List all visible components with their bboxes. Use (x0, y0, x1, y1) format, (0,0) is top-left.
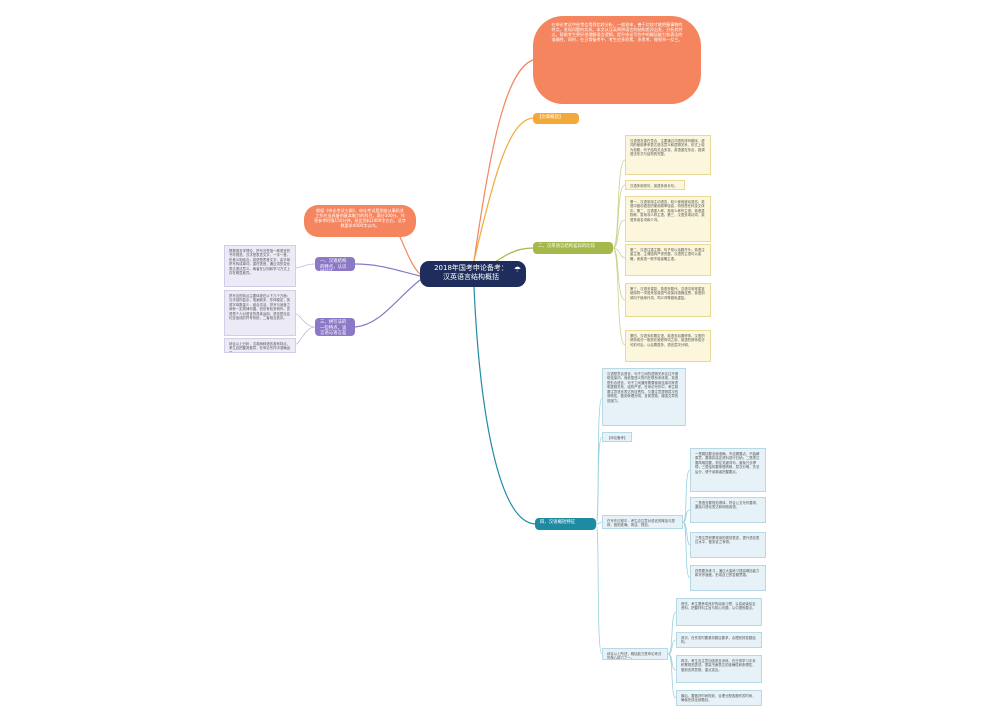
connector-teal-sub2 (667, 611, 677, 699)
note-writing-attention: 在写作过程中，考生应注意对语言的概括与提炼，做到准确、简洁、规范。 (602, 515, 683, 529)
note-point-2: 二是语言要规范得体，符合公文写作要求，避免口语化表达和网络用语。 (690, 497, 766, 523)
connector-teal-trunk (595, 397, 603, 655)
connector-lav-notes (295, 263, 316, 345)
note-point-1: 一是概括要全面准确，不遗漏要点，不曲解原意，要紧扣给定资料进行归纳；二是表达要简… (690, 448, 766, 492)
branch-structure-comparison[interactable]: 二、汉英语言结构差异的比较 (533, 242, 613, 254)
note-step-first: 首先，考生要养成良好的阅读习惯，认真阅读给定资料，把握材料主旨与核心问题，从中提… (676, 598, 762, 626)
note-exam-prep-tag: 【申论备考】 (602, 432, 632, 442)
branch-spelling-features-label: 三、拼写法的一些特点，谈言语与语言差异 (320, 320, 347, 336)
note-comparison-6: 第四，汉语多前置定语，英语多后置修饰。汉语的修饰成分一般放在被修饰词之前，英语的… (625, 330, 711, 362)
connector-branch-b2 (354, 263, 421, 277)
central-topic-subtitle: 汉英语言结构概括 (443, 272, 499, 281)
note-step-last: 最后，要做好时间规划，合理分配各题作答时间，确保完成全部题目。 (676, 690, 762, 706)
connector-top-blob (473, 59, 534, 262)
central-topic[interactable]: 2018年国考申论备考： 汉英语言结构概括 ☂ (420, 261, 526, 287)
exam-info-bubble[interactable]: 根据《申论考试大纲》，申论考试是测查从事机关工作应当具备的基本能力的科目，满分1… (304, 205, 416, 237)
umbrella-icon: ☂ (513, 265, 521, 274)
connector-link-pill (473, 117, 534, 262)
note-step-second: 其次，在作答时要紧扣题目要求，合理安排答题结构。 (676, 632, 762, 648)
article-summary-tag-label: 【文章概括】 (537, 115, 564, 120)
branch-summary-features-label: 四、汉语概括特征 (540, 520, 576, 525)
connector-olive-trunk (612, 159, 626, 346)
connector-branch-b3 (354, 279, 421, 328)
branch-spelling-features[interactable]: 三、拼写法的一些特点，谈言语与语言差异 (315, 318, 355, 336)
summary-bubble-text: 在申论考试中经常会用到比较分析，一般说来，善于比较才能把握事物的特点，发现问题的… (551, 22, 683, 43)
central-topic-title: 2018年国考申论备考： (434, 264, 508, 272)
note-step-third: 再次，考生应注意加强语言训练，在日常学习中多积累规范表述，提高书面表达的准确性和… (676, 655, 762, 683)
note-chinese-structure: 根据语言学理论，拼写法是指一种语言的书写规范。汉字是表意文字，一字一音，形音义相… (224, 245, 296, 287)
branch-structure-comparison-label: 二、汉英语言结构差异的比较 (538, 244, 596, 249)
note-summary-intro: 汉语是意合语言，句子之间的逻辑关系往往不借助连接词，而依靠语义的内在联系来体现。… (602, 368, 686, 426)
note-spelling-features: 拼写法的特点主要体现在以下几个方面：汉字结构复杂，笔画繁多，形体稳定；英语字母数… (224, 290, 296, 336)
note-comparison-4: 第二，汉语注重主题，句子常以话题开头；英语注重主语，主谓结构严谨完整。汉语的主语… (625, 244, 711, 276)
note-conclusion: 综合以上所述，概括能力是申论考试的核心能力之一。 (602, 648, 668, 660)
branch-chinese-structure[interactable]: 一、汉语结构的特点，认识拼写法 (315, 257, 355, 271)
connector-branch-b4 (473, 286, 536, 525)
note-point-4: 四是要多练习，通过大量练习提高概括能力和写作速度，形成自己的答题思路。 (690, 565, 766, 591)
note-comparison-1: 汉语语言重在意合，主要通过词语的排列顺序、虚词的使用等来表达语法意义和逻辑关系，… (625, 135, 711, 175)
note-comparison-5: 第三，汉语多重复，英语多替代。汉语中常常重复使用同一词语来加强语气或保持语篇连贯… (625, 283, 711, 317)
branch-summary-features[interactable]: 四、汉语概括特征 (535, 518, 596, 530)
summary-bubble[interactable]: 在申论考试中经常会用到比较分析，一般说来，善于比较才能把握事物的特点，发现问题的… (533, 16, 701, 104)
note-point-3: 三是注意积累常用的规范表述，提升语言表达水平，做到言之有物。 (690, 532, 766, 558)
exam-info-bubble-text: 根据《申论考试大纲》，申论考试是测查从事机关工作应当具备的基本能力的科目，满分1… (314, 208, 406, 229)
note-comparison-2: 汉语多用短句，英语多用长句。 (625, 180, 685, 190)
connector-teal-sub1 (682, 469, 691, 579)
note-comparison-3: 第一，汉语常用主动语态，较少使用被动语态；英语中被动语态的使用频率较高，特别是在… (625, 196, 711, 242)
note-spelling-summary: 综合以上分析，汉英两种语言各有特点，考生应把握其差异，在申论写作中准确运用。 (224, 338, 296, 353)
article-summary-tag[interactable]: 【文章概括】 (533, 113, 579, 124)
branch-chinese-structure-label: 一、汉语结构的特点，认识拼写法 (320, 259, 347, 271)
